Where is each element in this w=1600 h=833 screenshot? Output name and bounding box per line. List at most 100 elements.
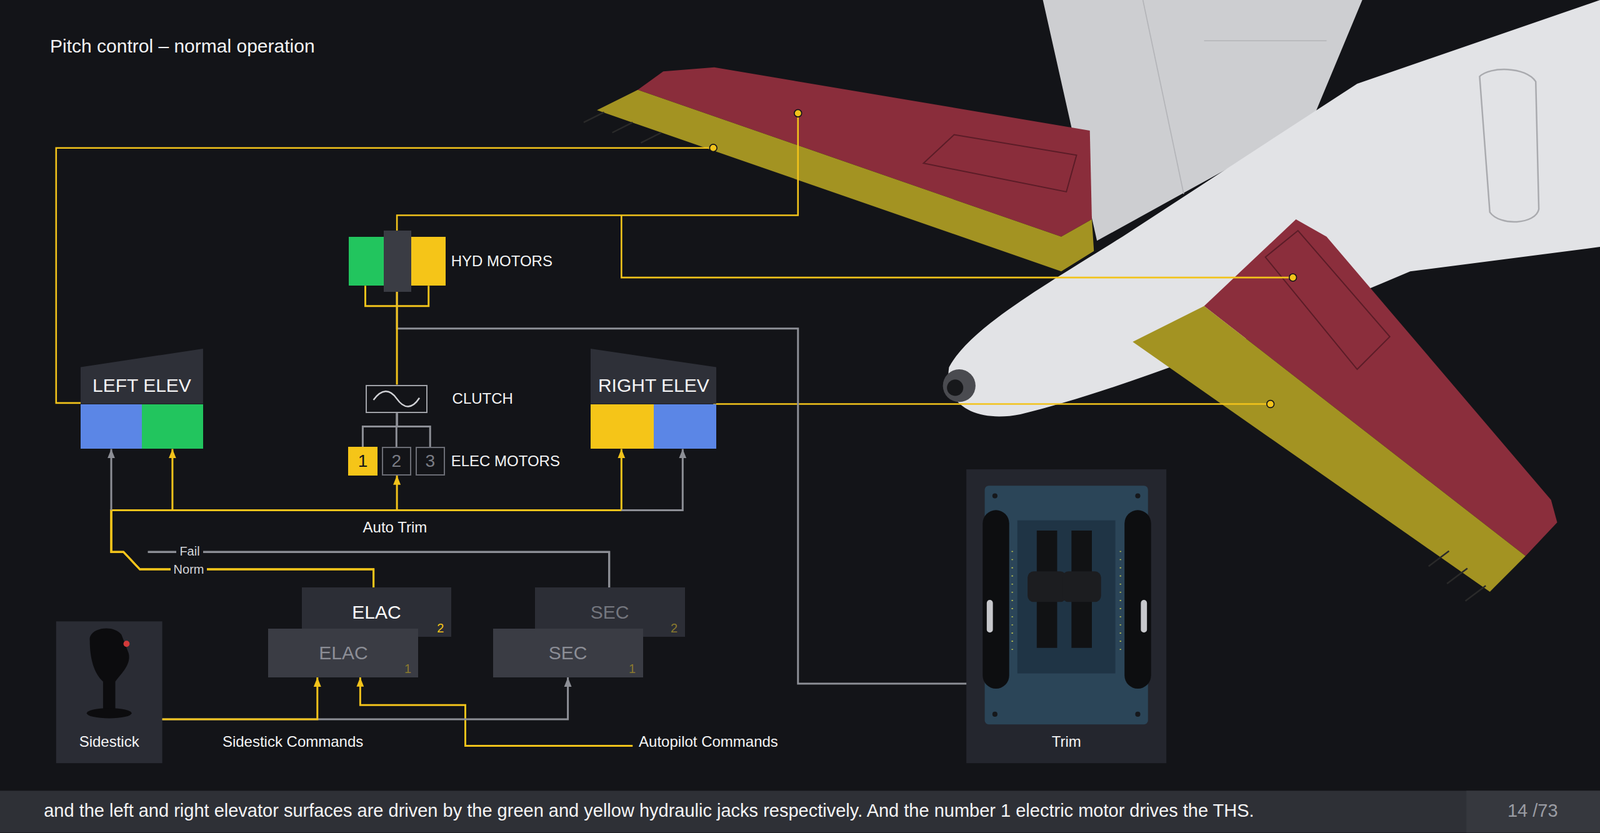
connector — [396, 285, 967, 684]
surface-label: LEFT ELEV — [92, 375, 192, 397]
right-elevator-surface — [1132, 306, 1526, 592]
elevator-box: RIGHT ELEV — [590, 348, 717, 449]
connector — [111, 448, 610, 588]
screw — [1135, 493, 1140, 499]
computer-name: ELAC — [351, 601, 401, 624]
fin-panel-line — [1204, 40, 1327, 42]
elevator-box: LEFT ELEV — [80, 348, 204, 449]
hinge-tick — [1465, 585, 1487, 601]
control-panel: Sidestick — [56, 621, 163, 764]
hydraulic-motors: HYD MOTORS — [348, 236, 446, 286]
panel-outline — [923, 135, 1077, 192]
leader-dot — [1289, 273, 1297, 282]
green-motor — [348, 236, 384, 286]
motor-number: 2 — [391, 451, 402, 472]
hinge-tick — [583, 112, 605, 123]
panel-label: Sidestick — [79, 733, 140, 751]
computer-number: 2 — [436, 621, 444, 636]
hydraulic-jack-strip — [590, 404, 654, 450]
computer-name: SEC — [548, 642, 588, 665]
page-number-panel — [1466, 790, 1600, 833]
hinge-tick — [1446, 568, 1468, 584]
connector — [162, 677, 318, 720]
screw — [992, 493, 998, 499]
connector — [111, 448, 622, 588]
trim-scale — [1119, 551, 1121, 654]
command-line — [360, 677, 633, 746]
leader-line — [713, 403, 1270, 405]
trim-wheel — [982, 510, 1009, 689]
hinge-tick — [640, 132, 662, 143]
clutch-symbol — [373, 391, 420, 407]
sidestick-base — [86, 708, 132, 719]
trim-wheel-mark — [1140, 600, 1147, 633]
leader-dot — [1266, 400, 1275, 409]
yellow-motor — [411, 236, 447, 286]
computer-number: 1 — [404, 661, 412, 677]
clutch-box: CLUTCH — [365, 385, 429, 414]
caption-bar — [0, 790, 1600, 833]
switch-label: Fail — [176, 543, 203, 559]
signal-label: Auto Trim — [363, 518, 428, 537]
connector — [396, 285, 399, 385]
door-outline — [1479, 69, 1539, 222]
connector — [362, 413, 397, 447]
connector — [111, 475, 397, 589]
takeover-button — [123, 640, 130, 647]
component-label: ELEC MOTORS — [451, 452, 560, 470]
leader-line — [396, 113, 799, 231]
trim-scale — [1011, 551, 1013, 654]
page-number: 14 /73 — [1507, 800, 1559, 822]
sidestick-grip — [89, 628, 129, 710]
electric-motor: 3 — [415, 446, 445, 476]
apu-exhaust — [946, 379, 964, 396]
electric-motor: 2 — [381, 446, 412, 476]
fin-panel-line — [1143, 0, 1184, 194]
computer-number: 2 — [670, 621, 678, 636]
motor-number: 1 — [358, 451, 369, 472]
computer-number: 1 — [628, 661, 636, 677]
trapezoid-shape — [590, 348, 717, 404]
screw — [1135, 711, 1140, 717]
computer-box: ELAC 1 — [268, 628, 419, 678]
computer-name: SEC — [590, 601, 630, 624]
computer-box: SEC 1 — [493, 628, 644, 678]
screw — [992, 711, 998, 717]
motor-shaft-block — [383, 230, 412, 292]
hydraulic-jack-strip — [141, 404, 204, 450]
control-panel: Trim — [966, 469, 1167, 764]
switch-label: Norm — [170, 562, 208, 577]
electric-motor: 1 — [348, 446, 378, 476]
left-stabilizer — [637, 67, 1092, 237]
thrust-gate — [1017, 520, 1116, 674]
motor-group: ELEC MOTORS123 — [348, 446, 445, 476]
connector — [396, 413, 430, 447]
leader-dot — [794, 109, 802, 117]
hydraulic-jack-strip — [80, 404, 142, 450]
narration-caption: and the left and right elevator surfaces… — [43, 800, 1254, 822]
sidestick-panel — [56, 621, 163, 764]
motor-number: 3 — [425, 451, 435, 472]
slide-title: Pitch control – normal operation — [50, 35, 315, 57]
hinge-tick — [1428, 551, 1450, 567]
hinge-tick — [612, 122, 634, 133]
leader-dot — [709, 144, 717, 152]
component-label: CLUTCH — [452, 390, 514, 409]
hydraulic-jack-strip — [653, 404, 717, 450]
leader-line — [621, 215, 1293, 278]
tail-cone — [943, 369, 976, 402]
trim-wheel — [1124, 510, 1151, 689]
computer-name: ELAC — [318, 642, 368, 665]
signal-label: Sidestick Commands — [222, 733, 364, 751]
connector — [111, 448, 374, 588]
panel-outline — [1265, 230, 1390, 370]
trim-wheel-mark — [986, 600, 994, 633]
panel-label: Trim — [1051, 733, 1082, 751]
connector — [162, 677, 569, 720]
surface-label: RIGHT ELEV — [598, 375, 710, 397]
left-elevator-surface — [596, 90, 1094, 272]
trim-panel — [966, 469, 1167, 764]
